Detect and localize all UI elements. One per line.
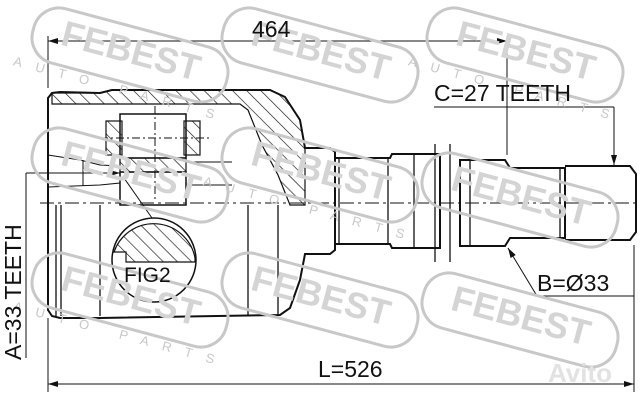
total-length-label: L=526 <box>318 356 383 382</box>
dimension-a-teeth <box>25 170 120 358</box>
b-diameter-label: B=Ø33 <box>537 270 610 296</box>
leader-c-teeth <box>434 106 617 165</box>
a-teeth-label: A=33 TEETH <box>0 224 26 360</box>
dimension-526 <box>47 245 635 392</box>
joint-housing <box>47 89 336 319</box>
c-teeth-label: C=27 TEETH <box>434 80 571 106</box>
dimension-464-label: 464 <box>252 16 291 42</box>
fig2-label: FIG2 <box>124 264 171 287</box>
